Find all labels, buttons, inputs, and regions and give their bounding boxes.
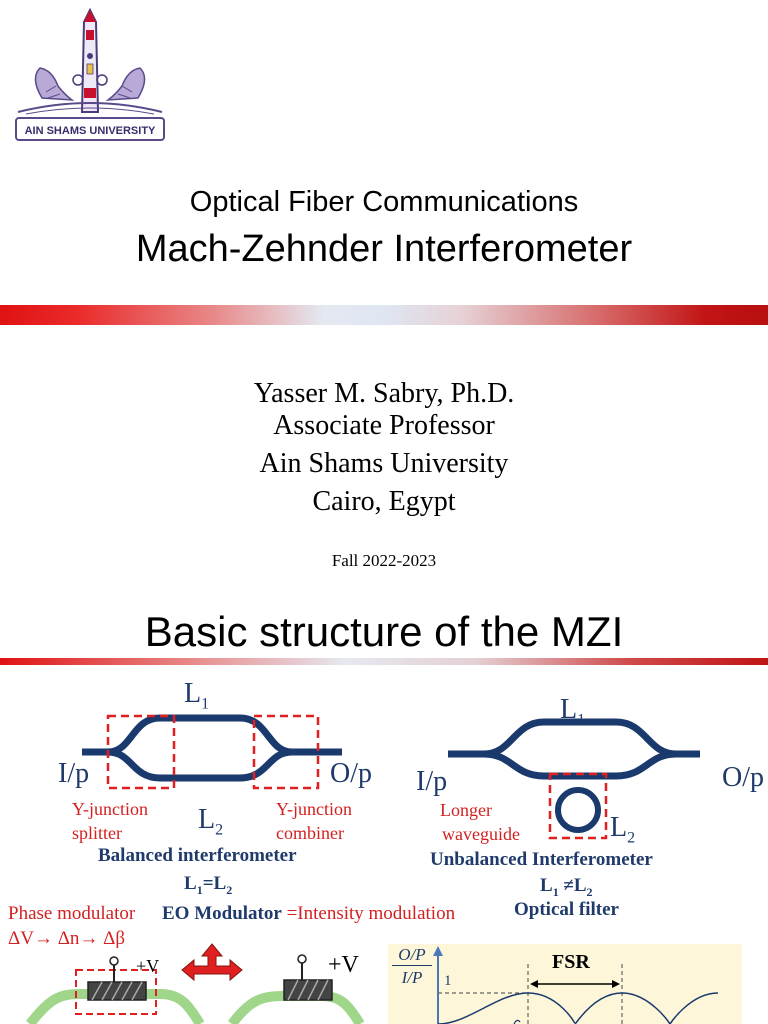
balanced-caption: Balanced interferometer bbox=[98, 845, 297, 866]
balanced-lower-arm bbox=[107, 748, 342, 782]
modulator1-dashed-box bbox=[75, 969, 157, 1015]
delay-dashed-box bbox=[548, 772, 608, 840]
unbalanced-L1-label: L1 bbox=[560, 694, 586, 729]
modulator-diagrams: +V +V bbox=[26, 943, 365, 1024]
balanced-output-label: O/p bbox=[330, 758, 372, 789]
y-axis-arrow-icon bbox=[433, 946, 443, 956]
combiner-dashed-box bbox=[252, 714, 320, 790]
voltage-label-1: +V bbox=[136, 956, 159, 976]
delay-loop bbox=[555, 787, 601, 833]
unbalanced-caption: Unbalanced Interferometer bbox=[430, 849, 653, 870]
author-name: Yasser M. Sabry, Ph.D. bbox=[253, 378, 515, 409]
spectrum-one-label: 1 bbox=[444, 973, 452, 989]
logo-banner-text: AIN SHAMS UNIVERSITY bbox=[25, 125, 156, 137]
term-label: Fall 2022-2023 bbox=[331, 551, 437, 570]
splitter-dashed-box bbox=[106, 714, 176, 790]
author-position: Associate Professor bbox=[273, 410, 495, 441]
phase-modulator-title: Phase modulator bbox=[8, 903, 136, 924]
balanced-upper-arm bbox=[82, 714, 293, 756]
spectrum-plot bbox=[433, 946, 719, 1024]
balanced-L2-label: L2 bbox=[198, 804, 224, 839]
splitter-label: Y-junction splitter bbox=[72, 799, 148, 843]
unbalanced-lower-arm bbox=[483, 750, 700, 780]
spectrum-inset: O/P I/P 1 FSR bbox=[388, 944, 742, 1024]
title-divider-band bbox=[0, 305, 768, 325]
longer-waveguide-note: Longer waveguide bbox=[440, 800, 520, 844]
course-title: Optical Fiber Communications bbox=[189, 186, 579, 218]
double-arrow-icon bbox=[181, 943, 243, 982]
slide2-divider-band bbox=[0, 658, 768, 665]
phase-chain: ΔV→ Δn→ Δβ bbox=[8, 928, 126, 949]
unbalanced-upper-arm bbox=[448, 718, 677, 758]
author-university: Ain Shams University bbox=[259, 448, 509, 479]
unbalanced-output-label: O/p bbox=[722, 762, 764, 793]
spectrum-ylabel: O/P I/P bbox=[392, 946, 432, 986]
fsr-label: FSR bbox=[552, 951, 590, 973]
unbalanced-L2-label: L2 bbox=[610, 812, 636, 847]
balanced-input-label: I/p bbox=[58, 758, 90, 789]
modulator2-electrode bbox=[283, 979, 333, 1001]
slide-title: Mach-Zehnder Interferometer bbox=[135, 228, 633, 270]
slide2-heading: Basic structure of the MZI bbox=[144, 608, 624, 655]
author-location: Cairo, Egypt bbox=[312, 486, 456, 517]
balanced-condition: L1=L2 bbox=[184, 873, 233, 897]
combiner-label: Y-junction combiner bbox=[276, 799, 352, 843]
optical-filter-caption: Optical filter bbox=[514, 899, 619, 920]
unbalanced-mzi-diagram bbox=[448, 718, 700, 840]
eo-modulator-caption: EO Modulator =Intensity modulation bbox=[162, 903, 456, 924]
unbalanced-condition: L1 ≠L2 bbox=[540, 875, 593, 899]
voltage-label-2: +V bbox=[328, 952, 360, 978]
unbalanced-input-label: I/p bbox=[416, 766, 448, 797]
university-logo: AIN SHAMS UNIVERSITY bbox=[12, 7, 168, 144]
balanced-L1-label: L1 bbox=[184, 678, 210, 713]
balanced-mzi-diagram bbox=[82, 714, 342, 790]
transmission-curve bbox=[437, 992, 719, 1024]
